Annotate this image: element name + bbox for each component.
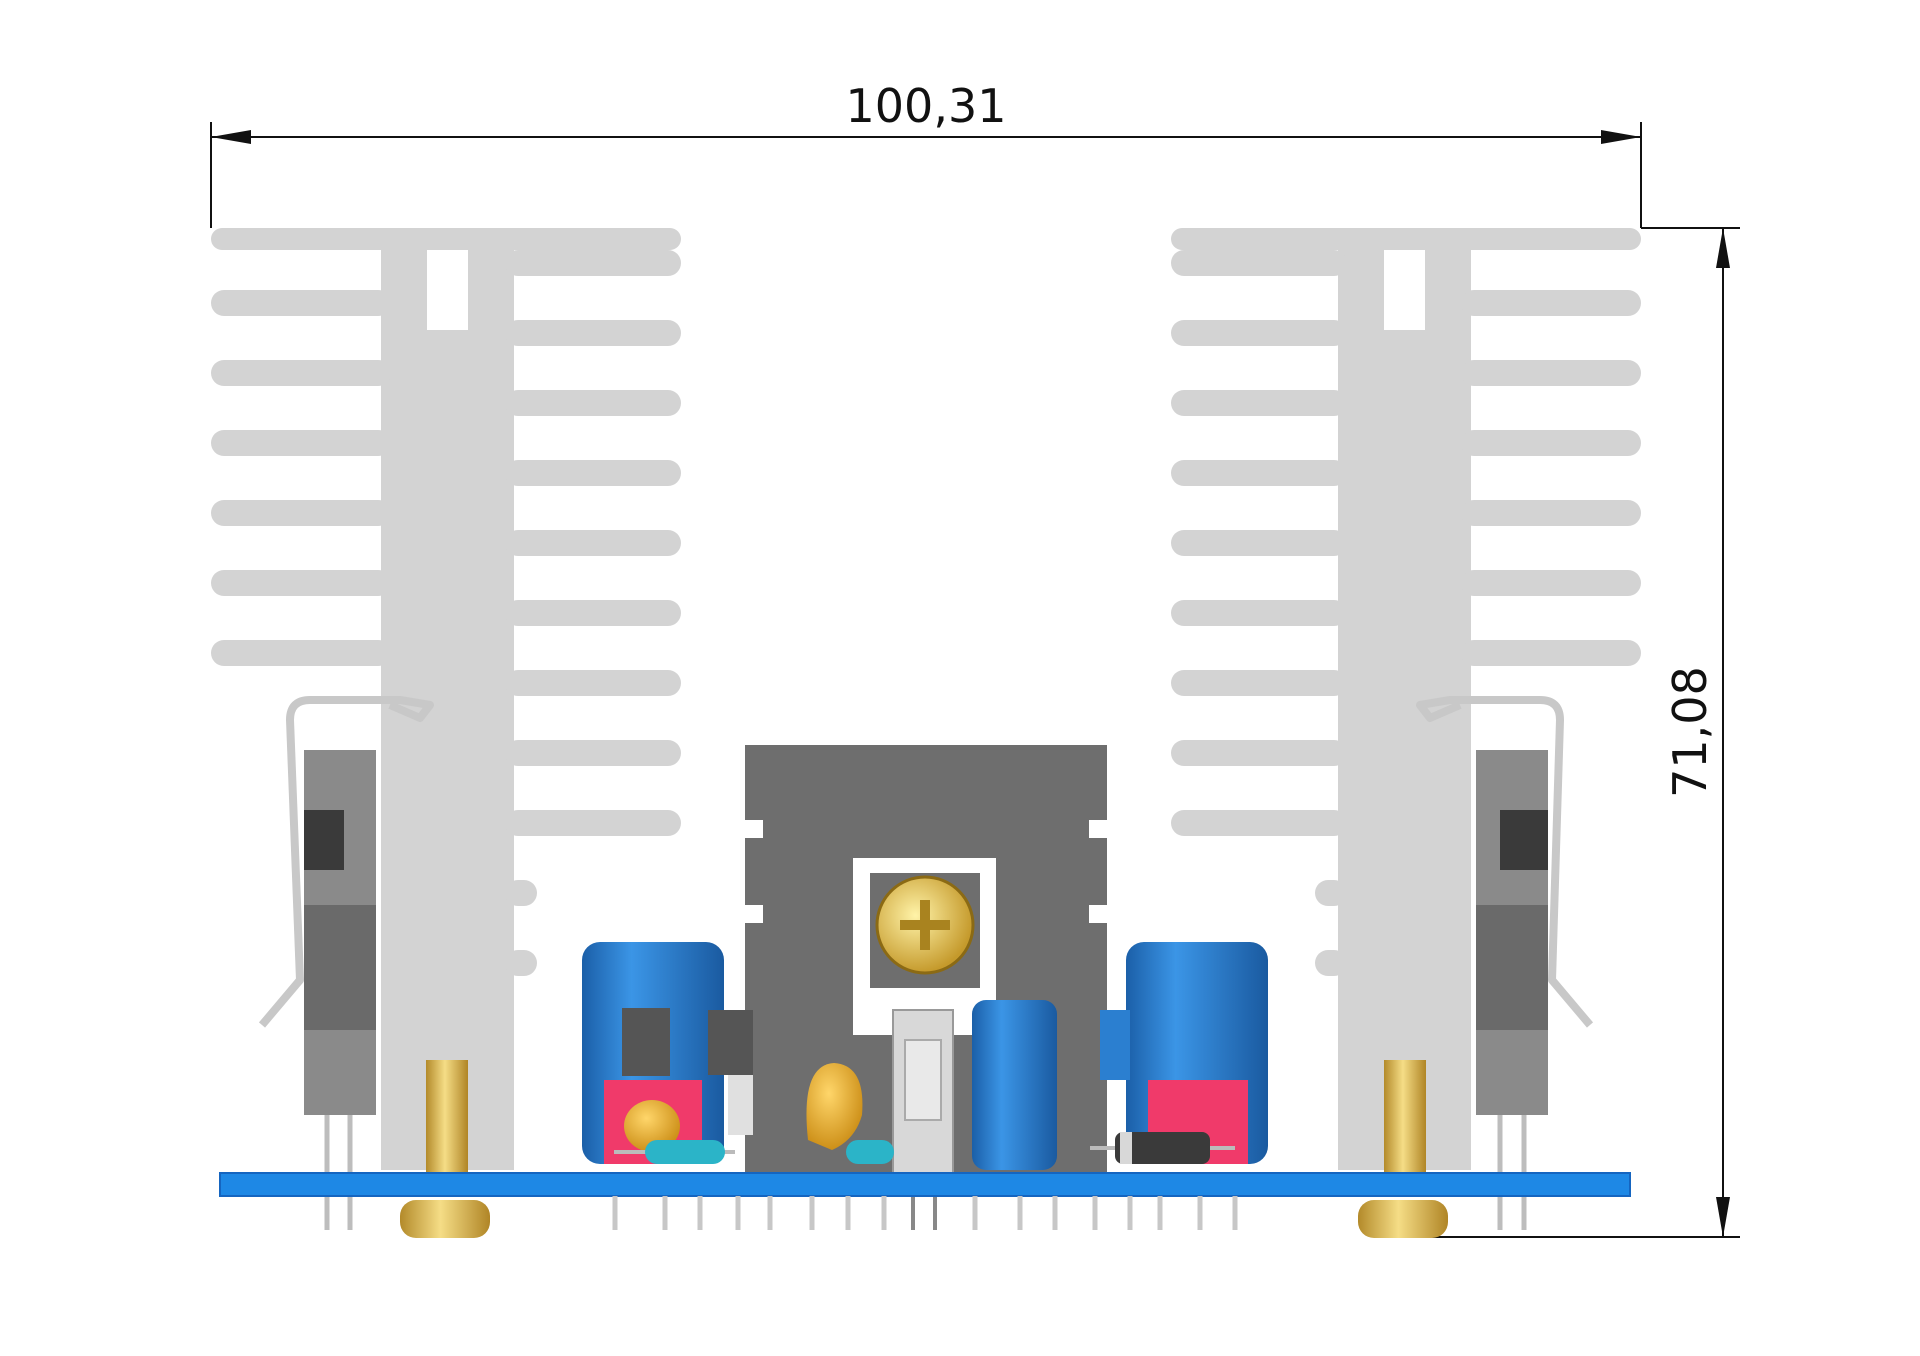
diode <box>1090 1132 1235 1164</box>
height-dimension-label: 71,08 <box>1663 666 1717 798</box>
tantalum-center <box>806 1063 863 1150</box>
standoff-left <box>400 1060 490 1238</box>
transistor-right <box>1476 750 1548 1230</box>
height-dimension: 71,08 <box>1420 227 1740 1238</box>
screw-cross-icon <box>900 900 950 950</box>
capacitor-right <box>1100 942 1268 1164</box>
pcb-board <box>219 1172 1631 1197</box>
spring-clip-left <box>258 696 434 1028</box>
resistor-center <box>846 1140 894 1164</box>
width-dimension: 100,31 <box>210 79 1642 228</box>
component-leads <box>612 1196 1238 1230</box>
tantalum-left <box>624 1100 680 1152</box>
standoff-right <box>1358 1060 1448 1238</box>
width-dimension-label: 100,31 <box>846 79 1007 133</box>
capacitor-small <box>972 1000 1057 1170</box>
connector <box>892 1009 954 1230</box>
heatsink-left <box>211 228 681 1170</box>
transistor-left <box>304 750 376 1230</box>
small-transistor <box>708 1010 753 1135</box>
resistor-left <box>614 1140 735 1164</box>
spring-clip-right <box>1416 696 1594 1028</box>
